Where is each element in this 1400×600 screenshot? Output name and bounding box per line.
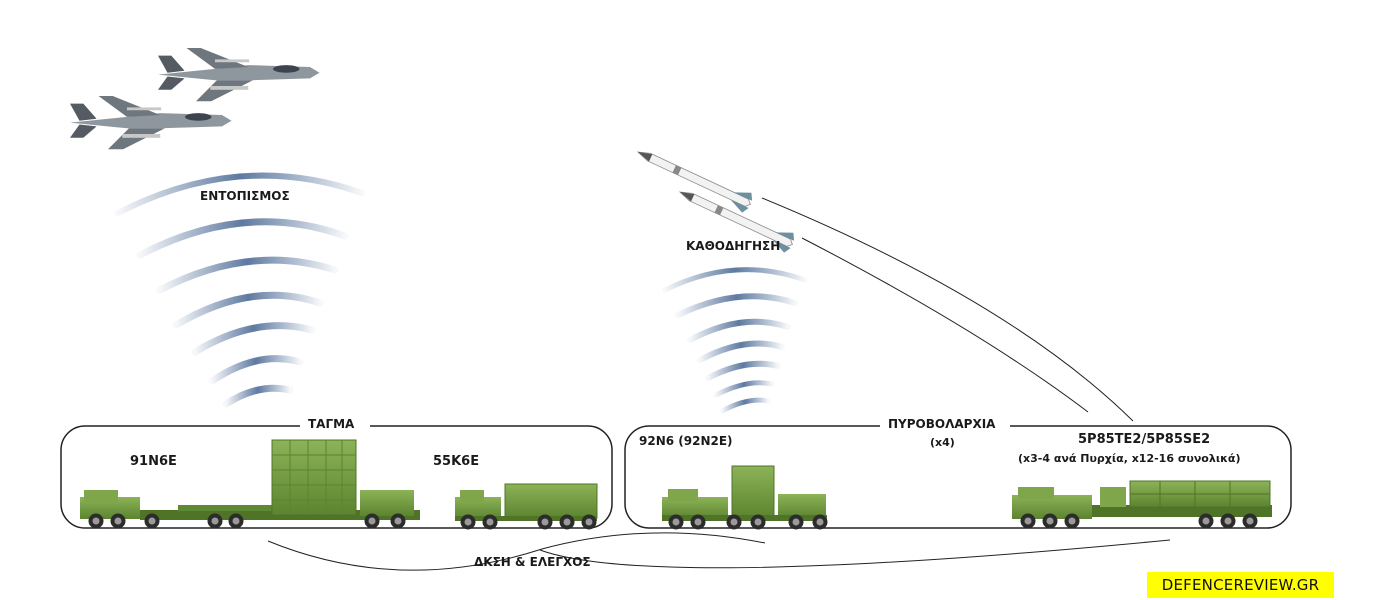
command-post-truck-icon <box>455 483 598 530</box>
radar-92n6-label: 92N6 (92N2E) <box>639 434 733 448</box>
launcher-label: 5P85TE2/5P85SE2 <box>1078 432 1211 447</box>
radar-truck-icon <box>80 439 420 529</box>
radar-91n6e-label: 91N6E <box>130 454 177 469</box>
command-link-lines <box>267 532 1171 571</box>
missile-icon <box>632 141 756 215</box>
radar-truck-icon <box>662 465 828 530</box>
detection-label: ΕΝΤΟΠΙΣΜΟΣ <box>200 189 290 203</box>
detection-waves <box>115 172 365 408</box>
cp-55k6e-label: 55K6E <box>433 454 480 469</box>
launcher-truck-icon <box>1012 480 1272 529</box>
command-control-label: ΔΚΣΗ & ΕΛΕΓΧΟΣ <box>474 555 591 569</box>
battery-count: (x4) <box>930 436 955 449</box>
guidance-waves <box>662 267 808 414</box>
battalion-label: ΤΑΓΜΑ <box>308 417 355 431</box>
battery-label: ΠΥΡΟΒΟΛΑΡΧΙΑ <box>888 417 996 431</box>
guidance-label: ΚΑΘΟΔΗΓΗΣΗ <box>686 239 781 253</box>
brand-badge[interactable]: DEFENCEREVIEW.GR <box>1147 572 1334 598</box>
launcher-note: (x3-4 ανά Πυρχία, x12-16 συνολικά) <box>1018 452 1241 465</box>
fighter-jet-icon <box>70 96 232 150</box>
fighter-jet-icon <box>158 48 320 102</box>
missile-trajectory <box>761 197 1134 422</box>
